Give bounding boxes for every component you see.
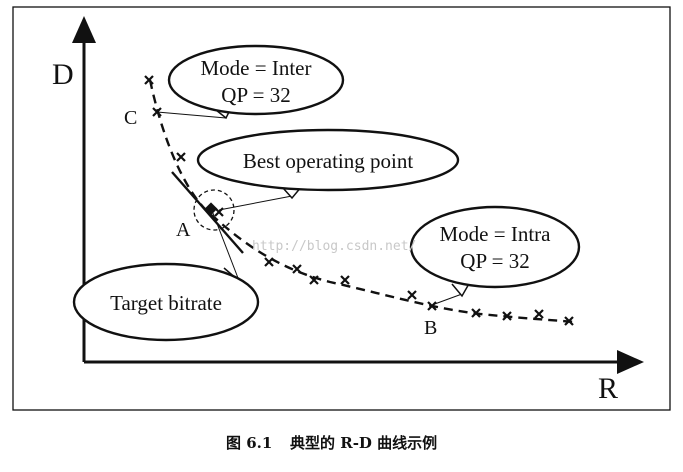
callout-inter-bubble [167, 44, 345, 116]
operating-point-markers [144, 75, 574, 326]
callout-target-pointer [210, 207, 239, 279]
point-marker [427, 301, 437, 311]
caption-number: 图 6.1 [226, 434, 272, 452]
callout-target-text: Target bitrate [110, 291, 222, 315]
callout-best-pointer [218, 195, 293, 211]
rd-curve [148, 79, 576, 324]
figure-frame [12, 6, 671, 411]
point-marker [471, 308, 481, 318]
callout-best-text: Best operating point [243, 149, 413, 173]
point-label-a: A [176, 219, 191, 241]
point-marker [564, 316, 574, 326]
point-marker [502, 311, 512, 321]
callout-inter-line2: QP = 32 [221, 83, 290, 107]
point-marker [176, 152, 186, 162]
callout-target-bubble [72, 262, 260, 342]
point-marker [340, 275, 350, 285]
callout-intra-bubble [409, 205, 581, 289]
callout-intra-line1: Mode = Intra [440, 222, 552, 246]
callout-intra-line2: QP = 32 [460, 249, 529, 273]
axis-y-label: D [52, 58, 74, 91]
point-marker [407, 290, 417, 300]
point-label-b: B [424, 317, 437, 339]
callout-best-bubble [196, 128, 460, 192]
point-marker [309, 275, 319, 285]
axis-x-label: R [598, 372, 618, 405]
point-marker [292, 264, 302, 274]
watermark-text: http://blog.csdn.net/ [252, 239, 416, 254]
callout-inter-line1: Mode = Inter [201, 56, 312, 80]
caption-text: 典型的 R-D 曲线示例 [290, 434, 437, 452]
callout-inter-pointer [156, 111, 227, 119]
point-marker [534, 309, 544, 319]
point-marker [264, 257, 274, 267]
callout-intra-pointer [431, 293, 463, 306]
point-marker [144, 75, 154, 85]
point-label-c: C [124, 107, 137, 129]
best-point-circle [193, 189, 235, 231]
tangent-line [171, 171, 244, 254]
